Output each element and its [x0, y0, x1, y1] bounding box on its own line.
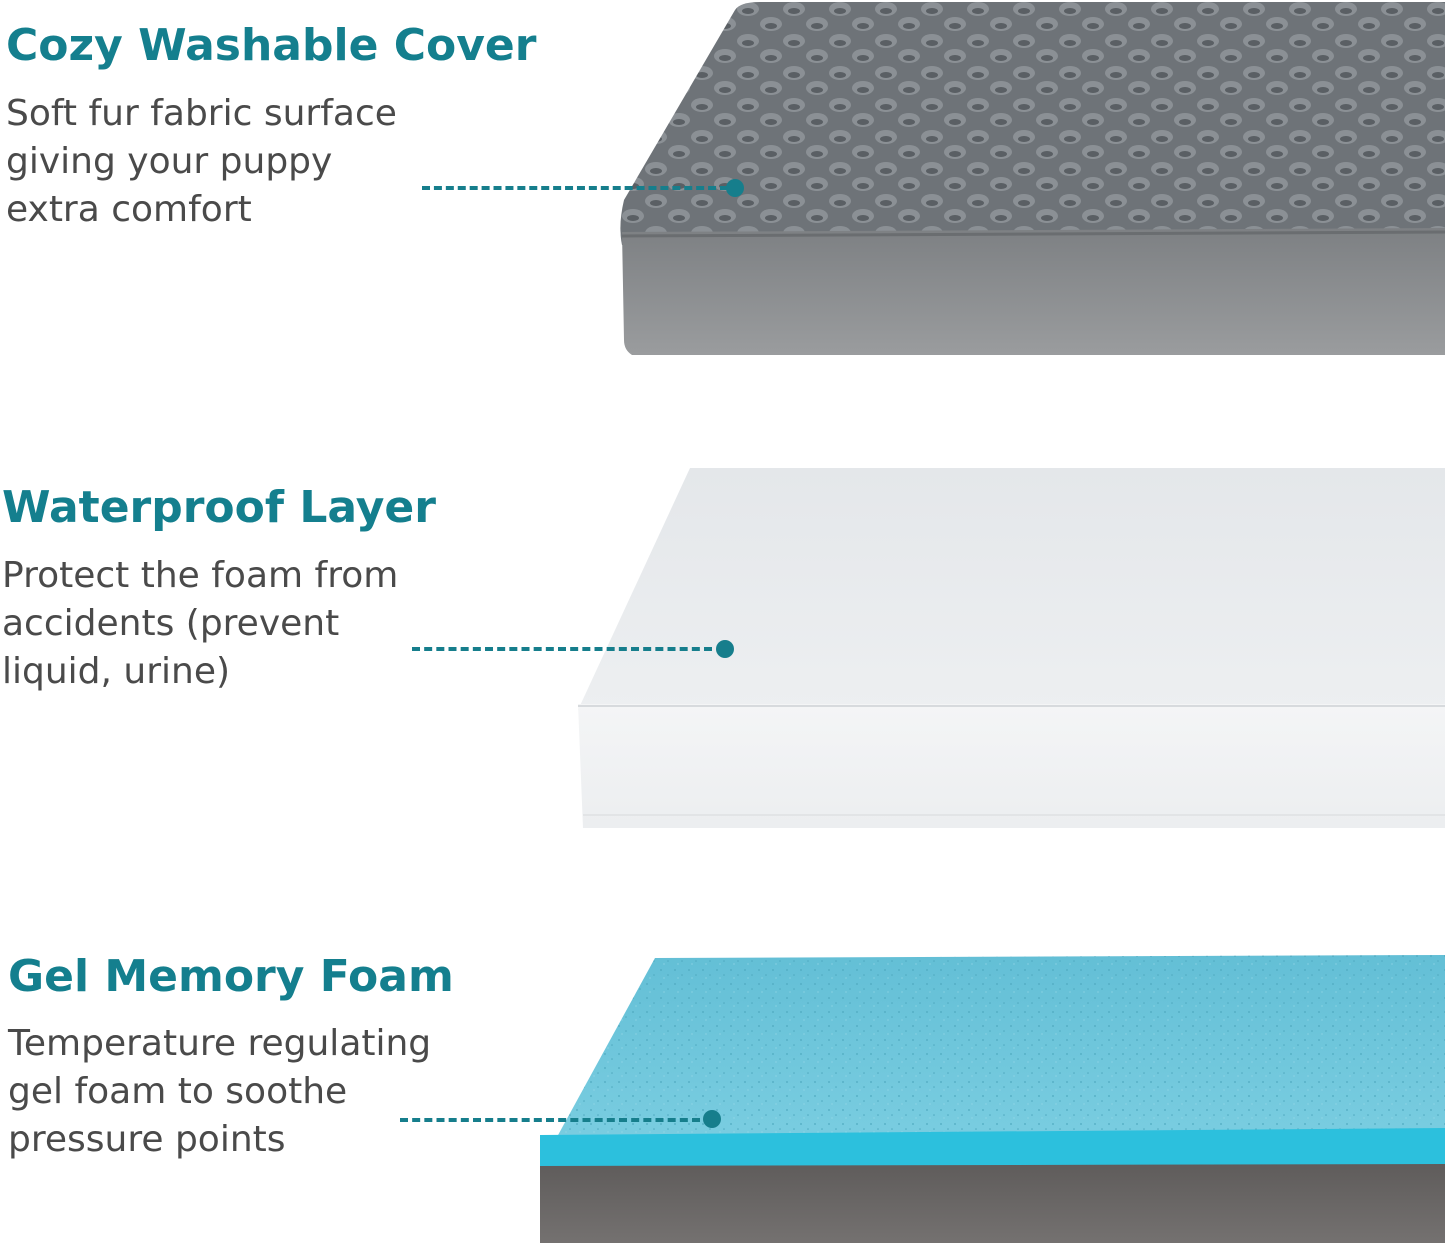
gel-memory-foam-layer	[540, 955, 1445, 1243]
waterproof-layer-callout-dot	[716, 640, 734, 658]
gel-foam-line-3: pressure points	[8, 1119, 286, 1160]
waterproof-layer-description: Protect the foam from accidents (prevent…	[2, 552, 398, 696]
waterproof-layer-line-1: Protect the foam from	[2, 555, 399, 596]
gel-foam-line-2: gel foam to soothe	[8, 1071, 348, 1112]
cozy-cover-leader-line	[422, 186, 728, 190]
gel-foam-title: Gel Memory Foam	[8, 951, 454, 1002]
waterproof-layer-title: Waterproof Layer	[2, 482, 436, 533]
cozy-cover-line-2: giving your puppy	[6, 141, 333, 182]
cozy-cover-line-3: extra comfort	[6, 189, 252, 230]
gel-foam-line-1: Temperature regulating	[8, 1023, 432, 1064]
gel-foam-callout-dot	[703, 1110, 721, 1128]
cozy-cover-title: Cozy Washable Cover	[6, 20, 537, 71]
waterproof-layer-line-3: liquid, urine)	[2, 651, 231, 692]
cozy-cover-callout-dot	[726, 179, 744, 197]
cozy-cover-description: Soft fur fabric surface giving your pupp…	[6, 90, 397, 234]
waterproof-layer-leader-line	[412, 647, 712, 651]
gel-foam-leader-line	[400, 1118, 700, 1122]
cozy-cover-line-1: Soft fur fabric surface	[6, 93, 397, 134]
waterproof-layer	[578, 468, 1445, 828]
gel-foam-description: Temperature regulating gel foam to sooth…	[8, 1020, 431, 1164]
waterproof-layer-line-2: accidents (prevent	[2, 603, 340, 644]
cozy-cover-layer	[620, 2, 1445, 355]
